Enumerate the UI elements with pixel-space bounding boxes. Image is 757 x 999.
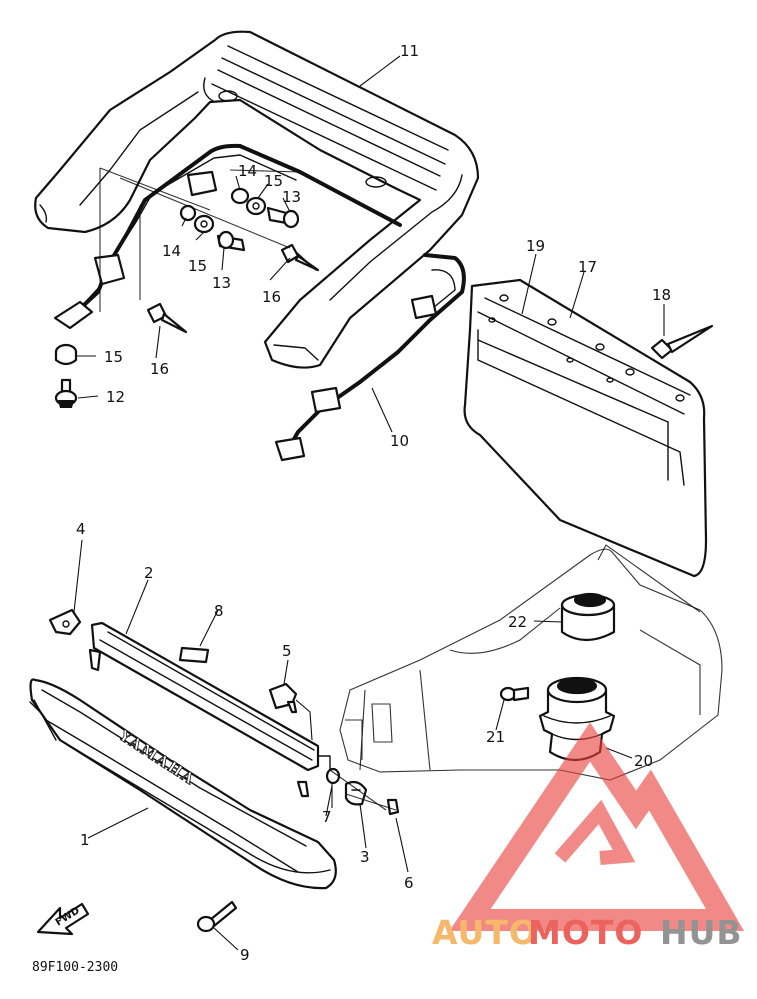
- nut-15-lower: [193, 214, 215, 234]
- drawing-code: 89F100-2300: [32, 960, 118, 975]
- callout-15-lower: 15: [188, 257, 207, 275]
- part-5-socket: [268, 682, 313, 741]
- part-2-reflector-bar: [88, 621, 331, 798]
- callout-19: 19: [526, 237, 545, 255]
- leader-lines: [73, 55, 665, 951]
- callout-11: 11: [400, 42, 419, 60]
- automotohub-watermark-logo: AUTO MOTO HUB: [432, 722, 745, 952]
- part-7-washer: [325, 767, 341, 785]
- callout-14-upper: 14: [238, 162, 257, 180]
- nut-15-upper: [245, 196, 267, 216]
- rivet-16-upper: [280, 243, 320, 272]
- part-17-mud-flap: [463, 278, 708, 578]
- washer-14-upper: [230, 187, 250, 205]
- callout-numbers: 11 14 15 13 14 15 13 16 16 15 12 10 19 1…: [76, 42, 671, 964]
- part-6-clip: [386, 798, 400, 816]
- callout-7: 7: [322, 808, 332, 826]
- watermark-brand-part1: AUTO: [432, 913, 538, 952]
- callout-22: 22: [508, 613, 527, 631]
- watermark-brand-part2: MOTO: [528, 913, 643, 952]
- rear-body-outline: [339, 544, 723, 781]
- rivet-16-lower: [146, 302, 188, 334]
- callout-13-upper: 13: [282, 188, 301, 206]
- part-4-bracket: [48, 608, 82, 636]
- callout-14-lower: 14: [162, 242, 181, 260]
- callout-18: 18: [652, 286, 671, 304]
- callout-3: 3: [360, 848, 370, 866]
- callout-13-lower: 13: [212, 274, 231, 292]
- part-11-rear-carrier: [34, 30, 480, 369]
- callout-1: 1: [80, 831, 90, 849]
- callout-20: 20: [634, 752, 653, 770]
- part-10-tube-frame: [53, 143, 466, 462]
- nut-15-far-left: [54, 343, 78, 366]
- fwd-direction-arrow: FWD: [36, 902, 90, 936]
- bolt-12: [54, 378, 78, 408]
- callout-5: 5: [282, 642, 292, 660]
- bolt-13-lower: [216, 230, 246, 252]
- part-1-fender-cover: YAMAHA: [29, 678, 337, 890]
- part-8-label: [178, 646, 210, 664]
- part-9-screw: [196, 900, 238, 933]
- bolt-13-upper: [266, 206, 300, 229]
- callout-6: 6: [404, 874, 414, 892]
- part-18-push-rivet: [650, 324, 714, 360]
- callout-16-upper: 16: [262, 288, 281, 306]
- callout-12: 12: [106, 388, 125, 406]
- callout-9: 9: [240, 946, 250, 964]
- callout-8: 8: [214, 602, 224, 620]
- callout-2: 2: [144, 564, 154, 582]
- callout-15-upper: 15: [264, 172, 283, 190]
- watermark-brand-part3: HUB: [660, 913, 743, 952]
- callout-4: 4: [76, 520, 86, 538]
- fastener-group-upper: [54, 167, 320, 408]
- callout-17: 17: [578, 258, 597, 276]
- callout-21: 21: [486, 728, 505, 746]
- callout-16-lower: 16: [150, 360, 169, 378]
- part-21-screw: [499, 686, 530, 702]
- callout-10: 10: [390, 432, 409, 450]
- callout-15-far-left: 15: [104, 348, 123, 366]
- part-22-cap: [560, 592, 616, 642]
